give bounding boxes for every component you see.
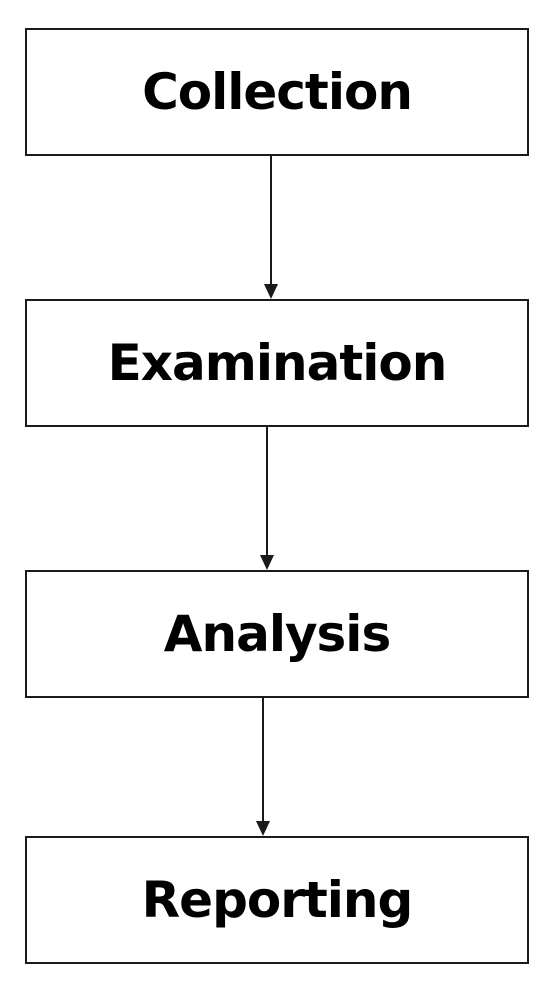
stage-label-analysis: Analysis xyxy=(163,605,391,663)
stage-analysis: Analysis xyxy=(25,570,529,698)
stage-collection: Collection xyxy=(25,28,529,156)
stage-label-collection: Collection xyxy=(142,63,413,121)
stage-label-examination: Examination xyxy=(107,334,448,392)
stage-label-reporting: Reporting xyxy=(141,871,414,929)
arrow-collection-to-examination xyxy=(264,156,278,299)
arrow-analysis-to-reporting xyxy=(256,698,270,836)
stage-reporting: Reporting xyxy=(25,836,529,964)
stage-examination: Examination xyxy=(25,299,529,427)
arrow-examination-to-analysis xyxy=(260,427,274,570)
